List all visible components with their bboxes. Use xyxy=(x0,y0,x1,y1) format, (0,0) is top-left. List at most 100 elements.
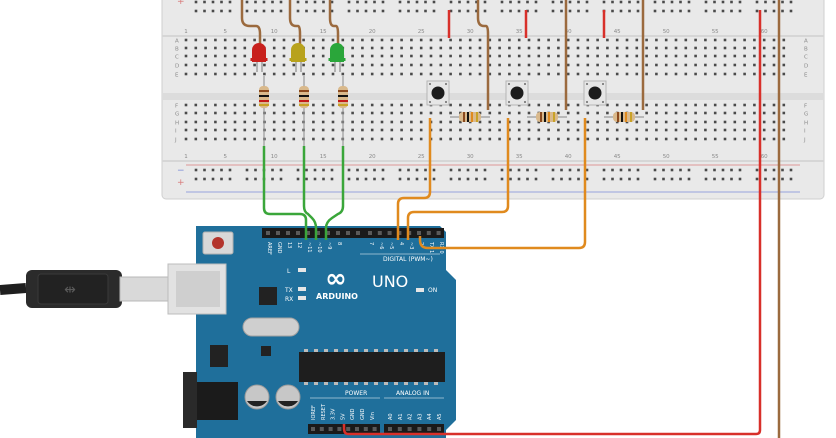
breadboard-hole xyxy=(586,38,590,42)
breadboard-hole xyxy=(429,63,433,67)
breadboard-hole xyxy=(253,120,256,124)
capacitor-stripe xyxy=(278,401,298,407)
rail-hole xyxy=(254,9,257,13)
label-rx: RX xyxy=(285,296,293,303)
breadboard-hole xyxy=(772,46,776,50)
breadboard-hole xyxy=(635,38,639,42)
breadboard-hole xyxy=(508,54,511,58)
breadboard-hole xyxy=(292,72,296,76)
breadboard-hole xyxy=(566,137,570,141)
breadboard-hole xyxy=(537,38,541,42)
rail-hole xyxy=(458,177,461,181)
rail-hole xyxy=(534,0,538,4)
analog-pin-label: A4 xyxy=(427,413,433,420)
breadboard-hole xyxy=(684,46,688,50)
rail-hole xyxy=(211,9,215,13)
breadboard-hole xyxy=(615,63,619,67)
analog-header xyxy=(384,424,444,434)
breadboard-hole xyxy=(606,38,609,42)
breadboard-hole xyxy=(351,63,354,67)
wire-button1-to-pin4 xyxy=(396,118,432,240)
resistor-band xyxy=(630,112,632,122)
digital-pin-label: ~11 xyxy=(306,242,312,253)
breadboard-hole xyxy=(488,63,492,67)
breadboard-hole xyxy=(214,63,217,67)
rail-hole xyxy=(704,177,708,181)
breadboard-hole xyxy=(498,72,501,76)
breadboard-hole xyxy=(664,54,668,58)
breadboard-hole xyxy=(390,38,394,42)
chip-pin xyxy=(354,349,358,352)
breadboard-hole xyxy=(606,137,609,141)
breadboard-hole xyxy=(272,72,276,76)
breadboard-hole xyxy=(292,137,296,141)
usb-plug-grip xyxy=(37,273,109,305)
breadboard-hole xyxy=(547,137,550,141)
breadboard-hole xyxy=(615,46,619,50)
breadboard-hole xyxy=(723,103,727,107)
breadboard-hole xyxy=(704,128,707,132)
breadboard-hole xyxy=(370,63,374,67)
header-hole xyxy=(286,231,290,235)
breadboard-hole xyxy=(214,128,217,132)
breadboard-hole xyxy=(733,111,737,115)
rail-hole xyxy=(585,177,589,181)
breadboard-hole xyxy=(762,46,766,50)
rail-hole xyxy=(466,177,470,181)
rail-hole xyxy=(704,9,708,13)
breadboard-hole xyxy=(419,38,423,42)
rail-hole xyxy=(619,0,623,4)
breadboard-hole xyxy=(508,38,511,42)
rail-hole xyxy=(398,0,402,4)
pushbutton-corner xyxy=(429,83,431,85)
breadboard-hole xyxy=(194,63,198,67)
breadboard-hole xyxy=(410,46,413,50)
breadboard-hole xyxy=(625,38,629,42)
breadboard-hole xyxy=(253,128,256,132)
breadboard-hole xyxy=(586,63,590,67)
breadboard-hole xyxy=(390,103,394,107)
breadboard-hole xyxy=(410,72,413,76)
rail-hole xyxy=(781,0,784,4)
breadboard-hole xyxy=(272,54,276,58)
breadboard-hole xyxy=(204,111,207,115)
breadboard-hole xyxy=(400,38,403,42)
chip-pin xyxy=(314,382,318,385)
arduino-wires xyxy=(262,0,781,438)
breadboard-hole xyxy=(214,111,217,115)
rail-hole xyxy=(398,177,402,181)
breadboard-hole xyxy=(762,72,766,76)
breadboard-hole xyxy=(547,103,550,107)
breadboard-hole xyxy=(419,120,423,124)
breadboard-hole xyxy=(312,137,315,141)
rail-hole xyxy=(611,177,614,181)
breadboard-hole xyxy=(782,128,786,132)
breadboard-hole xyxy=(312,54,315,58)
resistor-band xyxy=(299,100,309,102)
rail-hole xyxy=(730,0,733,4)
pushbutton-corner xyxy=(602,83,604,85)
voltage-regulator xyxy=(210,345,228,367)
rail-hole xyxy=(611,0,614,4)
rail-hole xyxy=(296,9,300,13)
pushbutton-corner xyxy=(524,83,526,85)
resistor-group xyxy=(259,76,644,146)
digital-pin-label: AREF xyxy=(266,242,272,255)
breadboard-hole xyxy=(625,103,629,107)
rail-hole xyxy=(730,168,733,172)
rail-hole xyxy=(670,9,674,13)
breadboard-hole xyxy=(762,54,766,58)
breadboard-hole xyxy=(214,38,217,42)
breadboard-hole xyxy=(664,72,668,76)
led-rim xyxy=(250,58,268,61)
breadboard-hole xyxy=(370,120,374,124)
breadboard-hole xyxy=(439,38,443,42)
rail-hole xyxy=(738,168,742,172)
breadboard-hole xyxy=(390,72,394,76)
breadboard-hole xyxy=(655,137,658,141)
rail-hole xyxy=(560,177,563,181)
analog-pin-label: A2 xyxy=(408,413,414,420)
breadboard-hole xyxy=(370,137,374,141)
breadboard-hole xyxy=(713,38,717,42)
breadboard-hole xyxy=(762,137,766,141)
